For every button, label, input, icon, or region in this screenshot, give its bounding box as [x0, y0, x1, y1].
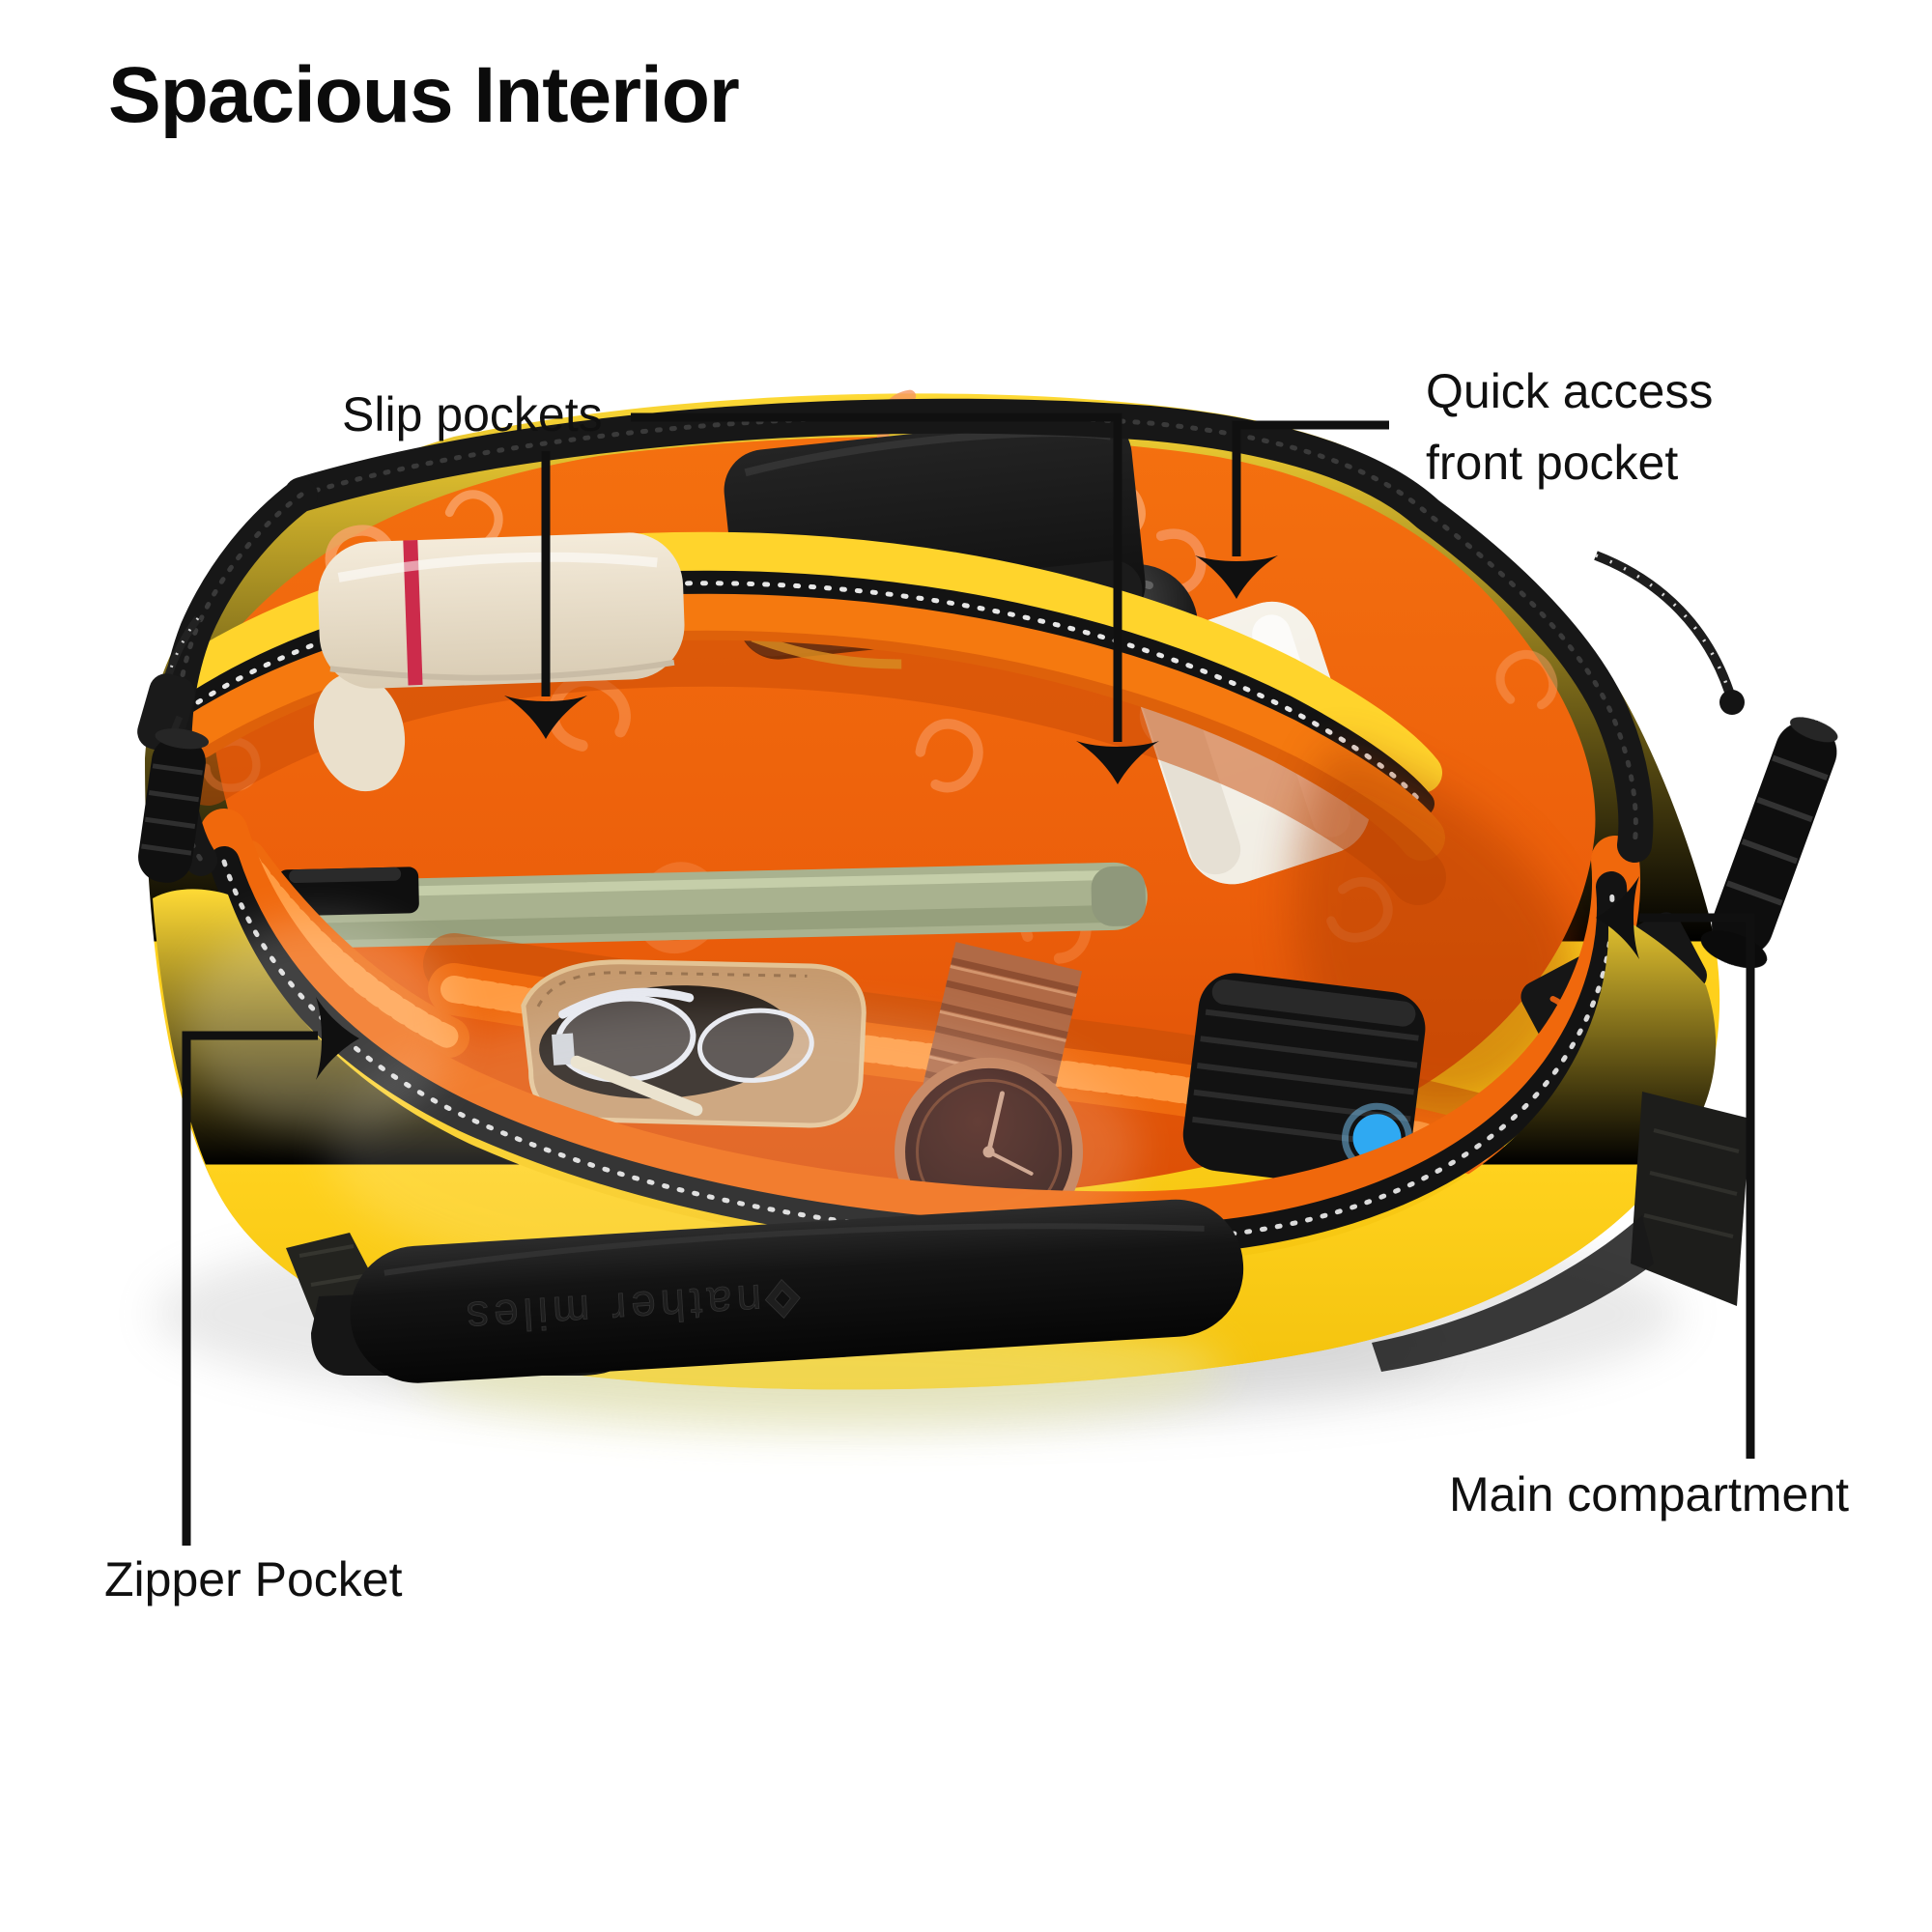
callout-connectors	[182, 412, 1755, 1546]
earbuds-case	[1182, 973, 1426, 1190]
label-main-compartment: Main compartment	[1449, 1467, 1850, 1521]
left-zipper-pulls	[137, 615, 210, 883]
pen	[277, 862, 1148, 949]
label-quick-access-line1: Quick access	[1426, 364, 1714, 418]
main-compartment-connector	[1639, 913, 1755, 1459]
label-slip-pockets: Slip pockets	[342, 387, 603, 441]
page-title: Spacious Interior	[108, 51, 740, 139]
slip-pockets-connector	[631, 412, 1122, 742]
quick-access-connector	[1232, 420, 1389, 556]
label-quick-access: Quick access front pocket	[1426, 355, 1713, 498]
brand-diamond-icon	[764, 1279, 801, 1320]
right-zipper-toggle	[1594, 551, 1838, 969]
pouch-red-stripe	[403, 540, 423, 686]
pouch	[313, 532, 685, 792]
label-quick-access-line2: front pocket	[1426, 436, 1679, 490]
zipper-pocket-connector	[182, 1031, 318, 1546]
label-zipper-pocket: Zipper Pocket	[104, 1552, 403, 1606]
handle: nather miles	[350, 1199, 1244, 1383]
right-strap	[1372, 1092, 1750, 1372]
